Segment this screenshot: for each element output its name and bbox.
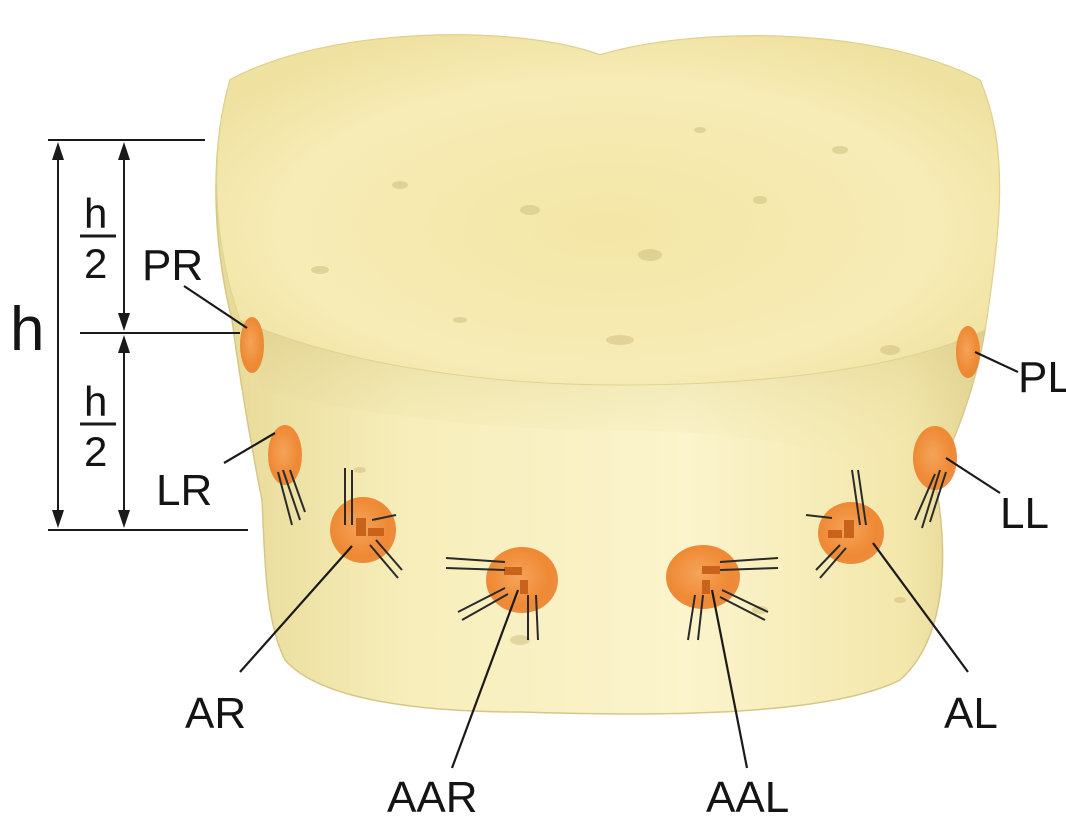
label-ll: LL [1000, 489, 1049, 538]
label-aal: AAL [706, 773, 789, 820]
full-height-label: h [10, 295, 44, 364]
label-ar: AR [185, 689, 246, 738]
upper-half-numerator: h [84, 190, 107, 237]
leader-ll [946, 458, 1000, 493]
vertebral-body [216, 35, 999, 714]
lower-half-denominator: 2 [84, 428, 107, 475]
upper-half-denominator: 2 [84, 240, 107, 287]
vertebra-endplate [217, 35, 1000, 385]
label-pr: PR [142, 241, 203, 290]
label-aar: AAR [387, 773, 477, 820]
leader-pl [975, 352, 1018, 372]
lower-half-numerator: h [84, 378, 107, 425]
label-al: AL [944, 689, 998, 738]
label-pl: PL [1018, 353, 1066, 402]
label-lr: LR [156, 466, 212, 515]
